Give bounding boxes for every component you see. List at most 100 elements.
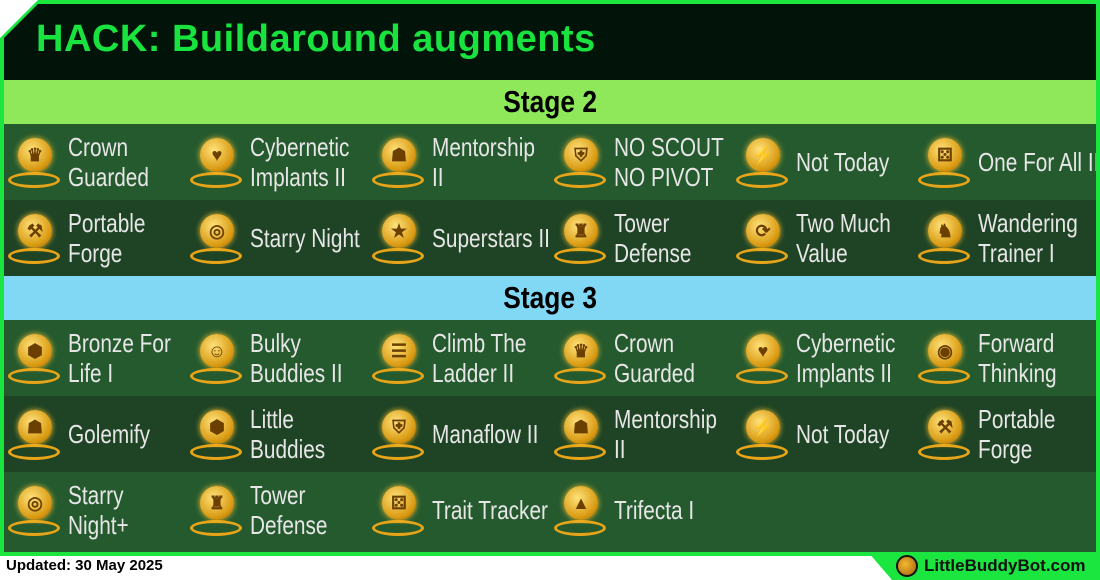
augment-name-line: Ladder II bbox=[432, 358, 515, 388]
chess-knight-icon: ♞ bbox=[914, 208, 974, 268]
anvil-icon: ⚒ bbox=[4, 208, 64, 268]
augment-name-line: Starry bbox=[68, 480, 124, 510]
augment-name: One For All II bbox=[978, 147, 1096, 177]
augment-name-line: Value bbox=[796, 238, 848, 268]
augment-name-line: Implants II bbox=[250, 162, 346, 192]
cyber-heart-icon: ♥ bbox=[732, 328, 792, 388]
augment-item[interactable]: ⚄Trait Tracker bbox=[368, 472, 550, 548]
chess-rook-icon: ♜ bbox=[186, 480, 246, 540]
augment-name-line: Mentorship bbox=[614, 404, 717, 434]
augment-name-line: Superstars II bbox=[432, 223, 550, 253]
augment-name-line: Not Today bbox=[796, 419, 890, 449]
stage-label: Stage 2 bbox=[503, 84, 597, 119]
augment-name-line: Mentorship bbox=[432, 132, 535, 162]
augment-name: Trifecta I bbox=[614, 495, 708, 525]
augment-item[interactable]: ★Superstars II bbox=[368, 200, 550, 276]
augment-item[interactable]: ⛨Manaflow II bbox=[368, 396, 550, 472]
augment-name-line: Forge bbox=[978, 434, 1033, 464]
augment-name-line: Climb The bbox=[432, 328, 527, 358]
cycle-cards-icon: ⟳ bbox=[732, 208, 792, 268]
augment-name: Trait Tracker bbox=[432, 495, 548, 525]
augment-name-line: Guarded bbox=[614, 358, 695, 388]
cyber-heart-icon: ♥ bbox=[186, 132, 246, 192]
augment-name-line: Trait Tracker bbox=[432, 495, 548, 525]
augment-name: Starry Night bbox=[250, 223, 360, 253]
augment-item[interactable]: ⚡Not Today bbox=[732, 396, 914, 472]
bot-logo-icon bbox=[896, 555, 918, 577]
augment-name-line: Thinking bbox=[978, 358, 1057, 388]
ladder-icon: ☰ bbox=[368, 328, 428, 388]
augment-name-line: Implants II bbox=[796, 358, 892, 388]
helmet-lock-icon: ⛨ bbox=[550, 132, 610, 192]
stage-header: Stage 2 bbox=[4, 80, 1096, 124]
superstar-icon: ★ bbox=[368, 208, 428, 268]
augment-name-line: Little bbox=[250, 404, 294, 434]
augment-name-line: Cybernetic bbox=[250, 132, 350, 162]
dice-icon: ⚄ bbox=[914, 132, 974, 192]
augment-name-line: Portable bbox=[978, 404, 1056, 434]
orbit-icon: ◎ bbox=[186, 208, 246, 268]
augment-name-line: Life I bbox=[68, 358, 114, 388]
augment-name-line: Trainer I bbox=[978, 238, 1055, 268]
augment-name-line: Crown bbox=[614, 328, 675, 358]
crown-icon: ♛ bbox=[550, 328, 610, 388]
updated-date: Updated: 30 May 2025 bbox=[6, 557, 163, 574]
augment-item[interactable]: ◎Starry Night bbox=[186, 200, 368, 276]
augment-name: Golemify bbox=[68, 419, 162, 449]
site-link[interactable]: LittleBuddyBot.com bbox=[924, 556, 1086, 575]
lightning-figure-icon: ⚡ bbox=[732, 132, 792, 192]
augment-name-line: NO SCOUT bbox=[614, 132, 724, 162]
page-title: HACK: Buildaround augments bbox=[4, 4, 1096, 80]
hex-figure-icon: ⬢ bbox=[186, 404, 246, 464]
augment-item[interactable]: ⚄One For All II bbox=[914, 124, 1096, 200]
augment-name-line: Portable bbox=[68, 208, 146, 238]
augment-item[interactable]: ☗Golemify bbox=[4, 396, 186, 472]
augment-name-line: Buddies bbox=[250, 434, 326, 464]
augment-name-line: Two Much bbox=[796, 208, 891, 238]
augment-name-line: Forge bbox=[68, 238, 123, 268]
augment-item[interactable]: ⚡Not Today bbox=[732, 124, 914, 200]
orbit-icon: ◎ bbox=[4, 480, 64, 540]
augment-name-line: Bronze For bbox=[68, 328, 171, 358]
augment-name-line: II bbox=[432, 162, 444, 192]
site-badge[interactable]: LittleBuddyBot.com bbox=[868, 552, 1100, 580]
augment-name-line: Not Today bbox=[796, 147, 890, 177]
stage-header: Stage 3 bbox=[4, 276, 1096, 320]
augment-item[interactable]: ▲Trifecta I bbox=[550, 472, 732, 548]
augment-name-line: Tower bbox=[614, 208, 670, 238]
hex-figure-icon: ⬢ bbox=[4, 328, 64, 388]
